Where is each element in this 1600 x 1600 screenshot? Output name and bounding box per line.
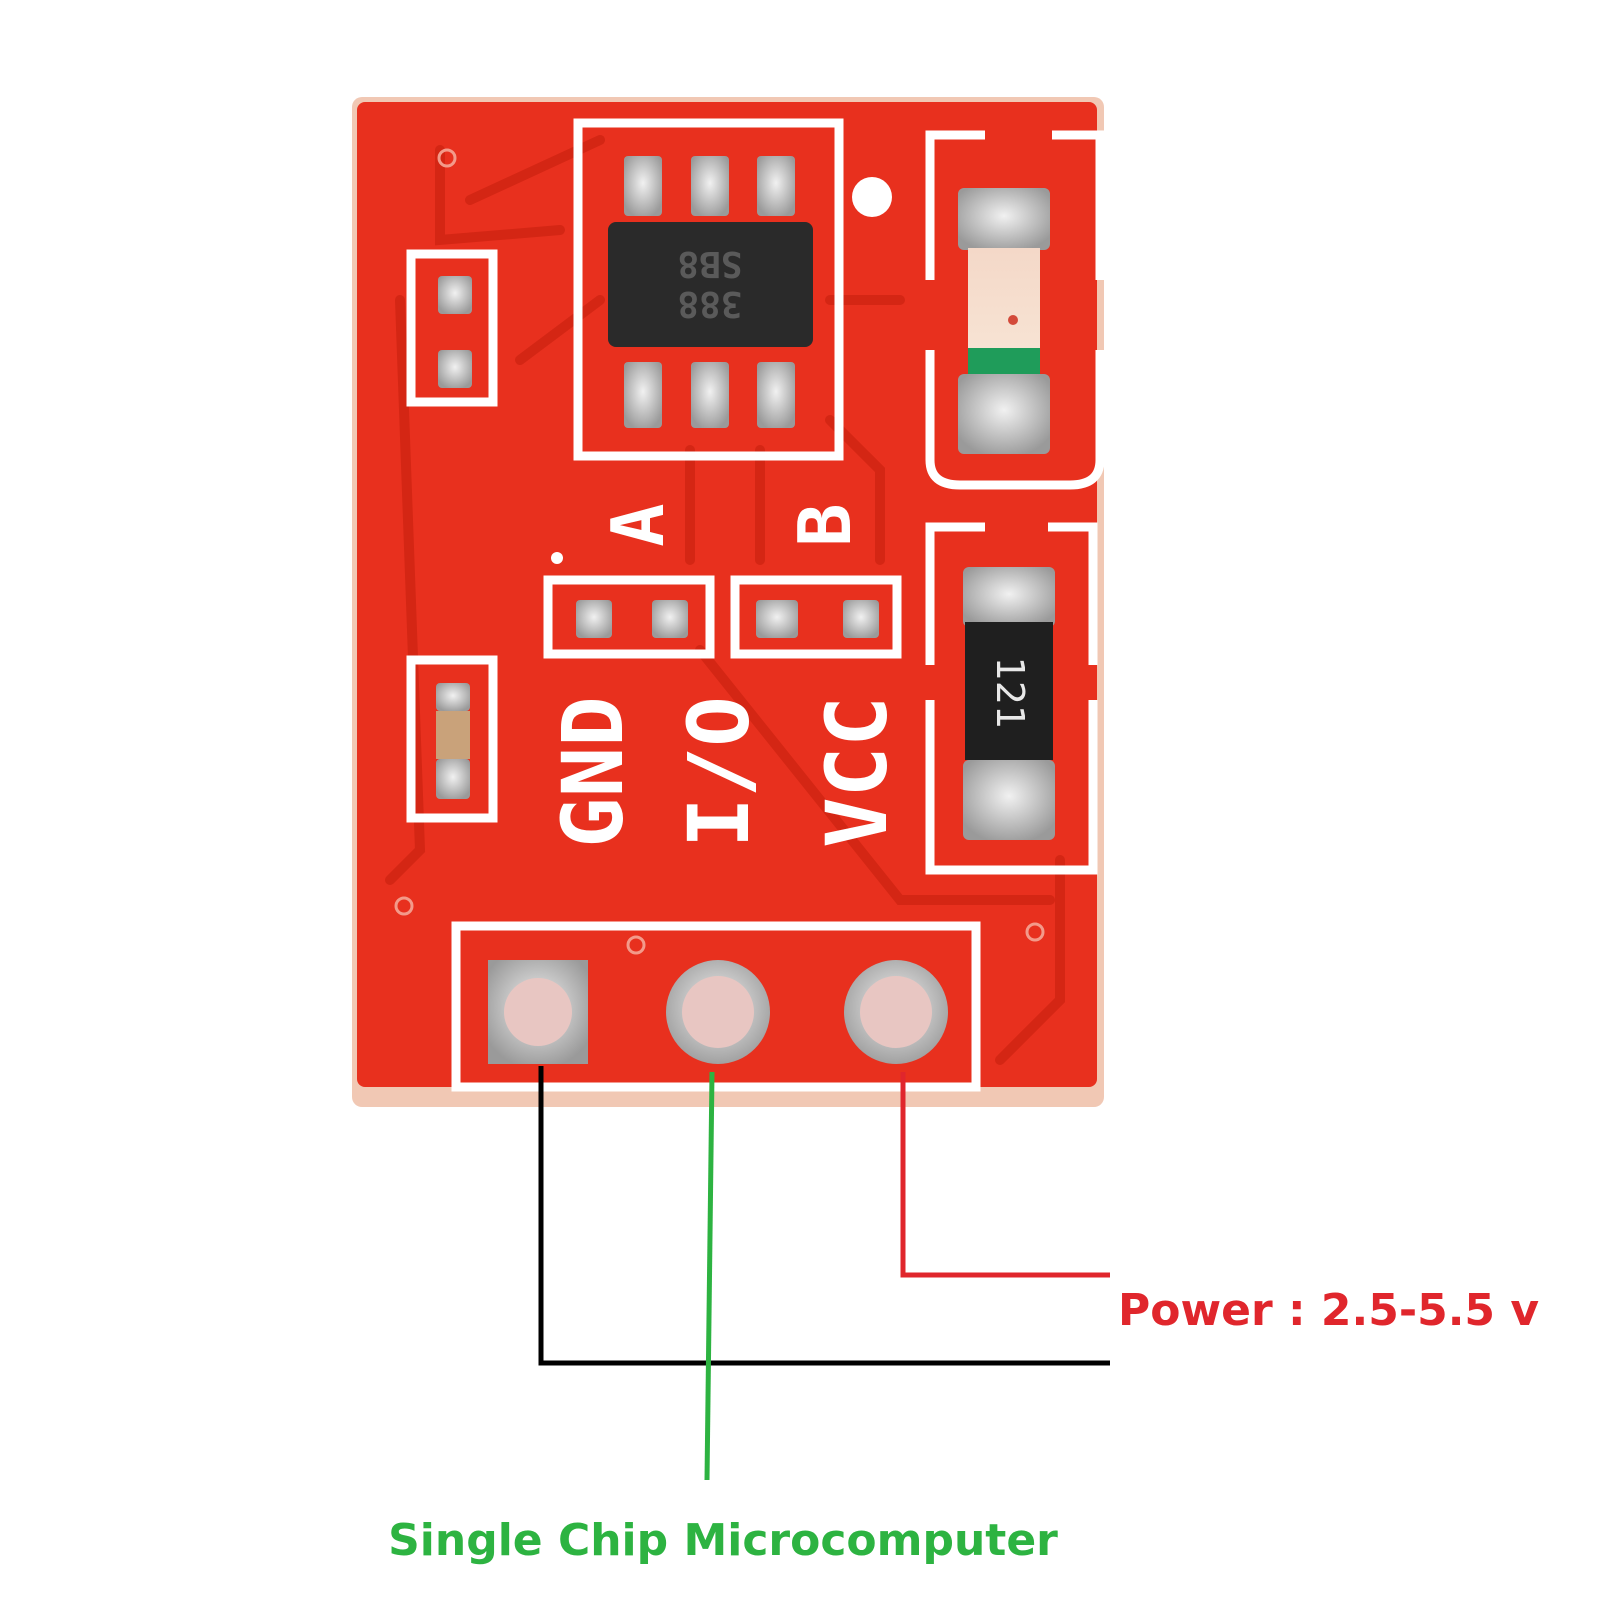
led — [958, 188, 1050, 454]
via-small-3 — [1025, 922, 1045, 942]
ic-outline — [573, 118, 844, 461]
via-small-1 — [437, 148, 457, 168]
ic-pin-3 — [757, 156, 795, 216]
led-green-mark — [968, 348, 1040, 374]
via-hole — [852, 177, 892, 217]
jumper-b-outline — [730, 575, 902, 659]
resistor-pad-bottom — [963, 760, 1055, 840]
cap-bottom-outline — [406, 655, 498, 823]
io-label: I/O — [670, 696, 768, 848]
cap-top-pad-2 — [438, 350, 472, 388]
jumper-a-pad-1 — [576, 600, 612, 638]
ic-pin-5 — [691, 362, 729, 428]
silkscreen-outlines — [406, 118, 1105, 1092]
jumper-b-pad-2 — [843, 600, 879, 638]
resistor: 121 — [963, 567, 1055, 840]
gnd-label: GND — [544, 696, 642, 848]
led-outline — [925, 130, 1105, 490]
jumper-a-outline — [543, 575, 715, 659]
header-pin-io — [666, 960, 770, 1064]
vcc-label: VCC — [808, 696, 906, 848]
led-pad-top — [958, 188, 1050, 250]
via-small-5 — [551, 552, 563, 564]
resistor-pad-top — [963, 567, 1055, 627]
ic-marking-line-2: 388 — [677, 283, 742, 324]
cap-bottom — [436, 683, 470, 799]
ic-pin-2 — [691, 156, 729, 216]
jumper-b-label: B — [783, 503, 867, 546]
power-wire — [900, 1072, 1110, 1278]
resistor-body — [965, 622, 1053, 760]
ic-pin-6 — [757, 362, 795, 428]
ic-marking-line-1: SB8 — [677, 243, 742, 284]
ic-body — [608, 222, 813, 347]
signal-callout: Single Chip Microcomputer — [388, 1515, 1058, 1566]
ground-wire — [538, 1066, 1110, 1366]
jumper-a-pad-2 — [652, 600, 688, 638]
touch-ic: SB8 388 — [608, 156, 813, 428]
resistor-outline — [925, 522, 1098, 875]
header-pin-vcc — [844, 960, 948, 1064]
power-callout: Power : 2.5-5.5 v — [1118, 1285, 1539, 1336]
wires — [538, 1066, 1110, 1481]
signal-wire — [704, 1071, 715, 1481]
pcb-board: SB8 388 121 — [352, 97, 1105, 1107]
header-outline — [451, 921, 981, 1092]
jumper-b-pad-1 — [756, 600, 798, 638]
cap-top-pad-1 — [438, 276, 472, 314]
header-pin-gnd — [488, 960, 588, 1064]
via-small-2 — [394, 896, 414, 916]
ic-pin-4 — [624, 362, 662, 428]
resistor-marking: 121 — [988, 657, 1032, 730]
led-die — [1008, 315, 1018, 325]
ic-pin-1 — [624, 156, 662, 216]
cap-top-outline — [406, 249, 498, 407]
jumper-a-label: A — [596, 503, 680, 546]
led-pad-bottom — [958, 374, 1050, 454]
via-small-4 — [626, 935, 646, 955]
